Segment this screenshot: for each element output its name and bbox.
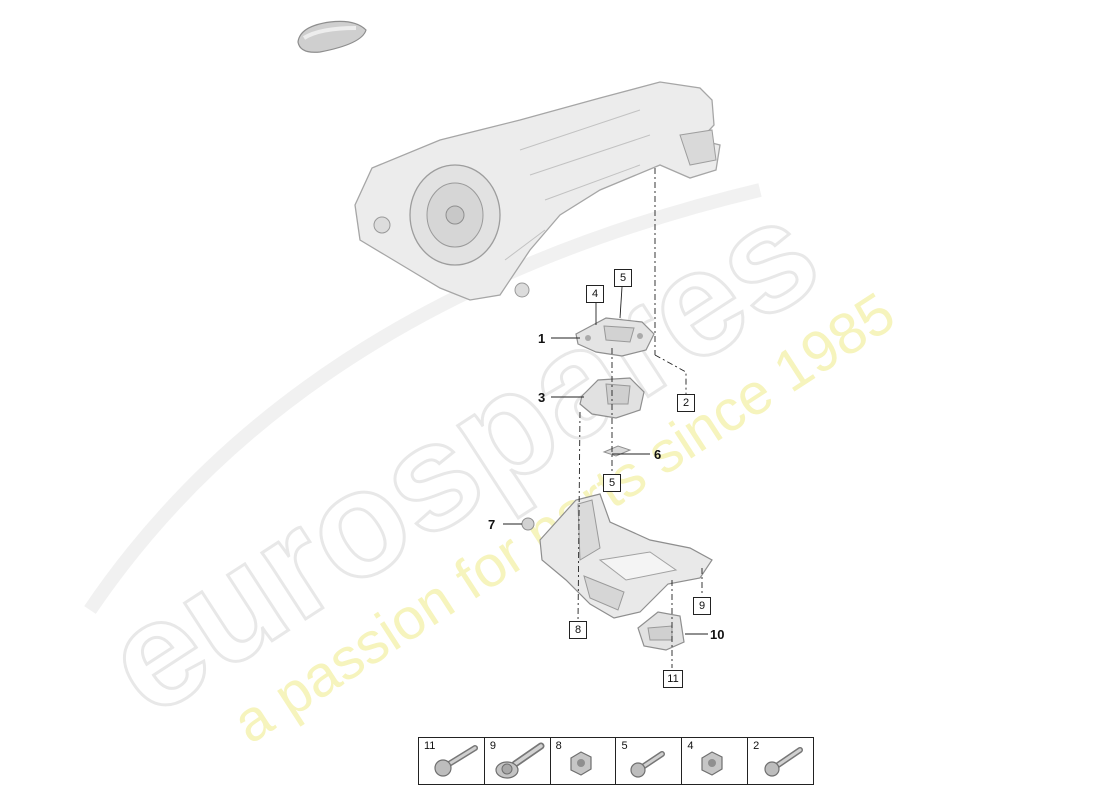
callout-4: 4 [586,285,604,303]
callout-1: 1 [538,331,546,346]
small-plate-part [602,445,632,457]
legend-cell-8: 8 [551,738,617,784]
legend-number: 9 [489,740,496,752]
bolt-short-icon [630,751,666,778]
legend-cell-9: 9 [485,738,551,784]
bolt-long-icon [434,745,478,777]
callout-2: 2 [677,394,695,412]
legend-number: 2 [753,740,760,752]
pad-part [297,20,367,53]
lower-mount-part [637,611,685,651]
legend-number: 4 [687,740,694,752]
callout-8: 8 [569,621,587,639]
bolt-short-icon [764,747,804,777]
transmission-mount-part [579,377,645,419]
callout-5-bottom: 5 [603,474,621,492]
mount-bracket-part [575,317,655,357]
legend-number: 5 [621,740,628,752]
fastener-legend: 11 9 8 5 [418,737,814,785]
callout-7: 7 [488,517,496,532]
callout-5-top: 5 [614,269,632,287]
bolt-flange-icon [495,742,545,779]
legend-cell-5: 5 [616,738,683,784]
nut-icon [570,751,592,776]
legend-number: 11 [424,740,436,752]
nut-icon [701,751,723,776]
callout-10: 10 [710,627,725,642]
callout-11: 11 [663,670,683,688]
legend-cell-2: 2 [748,738,813,784]
legend-number: 8 [555,740,562,752]
cross-member-part [521,493,713,619]
transmission-part [354,81,721,301]
callout-9: 9 [693,597,711,615]
legend-cell-4: 4 [682,738,749,784]
callout-6: 6 [654,447,662,462]
legend-cell-11: 11 [419,738,485,784]
callout-3: 3 [538,390,546,405]
leader-lines [503,286,708,635]
dash-dot-lines [577,168,703,668]
